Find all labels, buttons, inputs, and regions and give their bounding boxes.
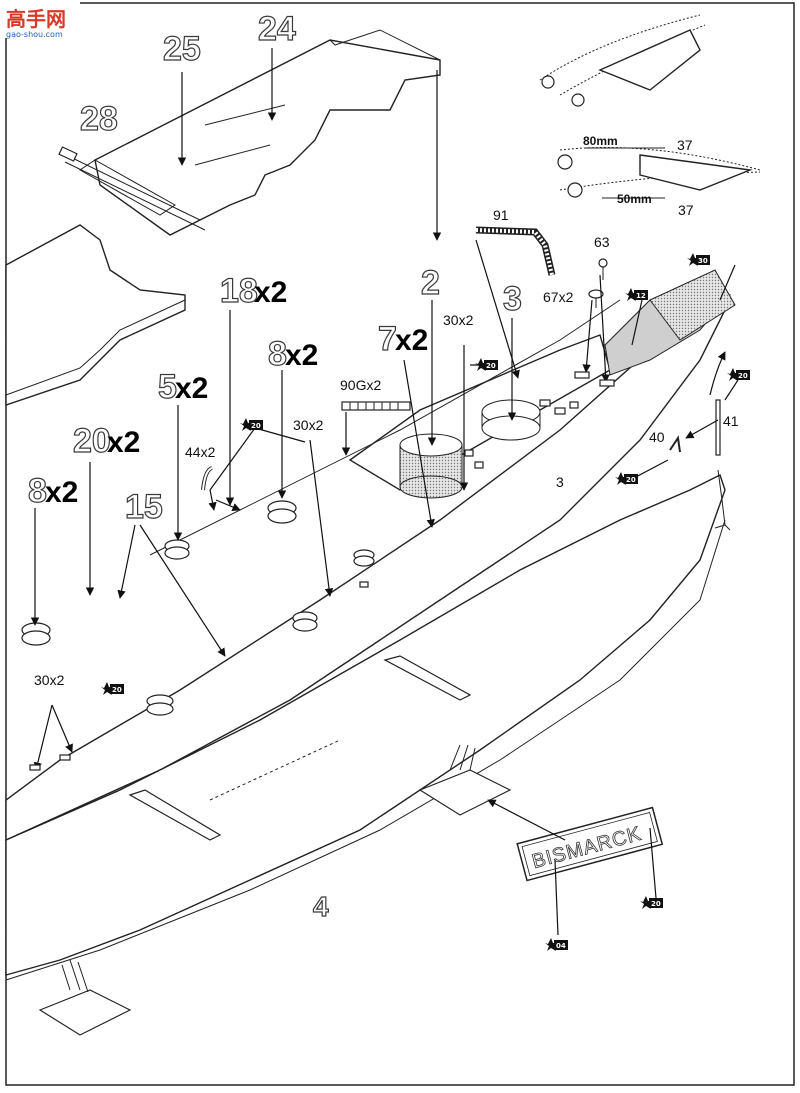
label-3-side: 3 (556, 474, 564, 490)
part-number-labels: 25 24 28 18 x2 8 x2 5 x2 20 x2 8 x2 15 7… (27, 9, 522, 922)
star-badge-20e: 20 (727, 368, 750, 381)
label-part-15: 15 (125, 488, 163, 526)
label-part-7: 7 (378, 320, 397, 358)
svg-text:20: 20 (486, 362, 496, 370)
label-part-20-mult: x2 (107, 426, 140, 459)
svg-text:12: 12 (636, 292, 646, 300)
part-44 (201, 466, 213, 491)
label-part-25: 25 (163, 30, 201, 68)
star-badge-20b: 20 (475, 358, 498, 371)
star-badge-20d: 20 (615, 472, 638, 485)
round-part-deck-c (146, 694, 174, 716)
round-part-deck-b (292, 611, 318, 632)
label-part-8a-mult: x2 (285, 339, 318, 372)
color-badges: 20 20 20 20 20 20 30 (101, 253, 750, 951)
svg-text:04: 04 (556, 942, 566, 950)
svg-text:20: 20 (251, 422, 261, 430)
anchor-parts-40-41 (669, 351, 731, 531)
deck-part-24 (58, 29, 441, 236)
label-part-8b-mult: x2 (45, 476, 78, 509)
svg-text:20: 20 (626, 476, 636, 484)
small-labels: 91 63 67x2 30x2 30x2 30x2 90Gx2 44x2 40 … (34, 134, 739, 688)
round-part-5 (164, 539, 190, 560)
svg-text:20: 20 (112, 686, 122, 694)
page-border (5, 2, 795, 1086)
label-part-8b: 8 (28, 472, 47, 510)
turret-part-3 (481, 399, 541, 441)
deck-fittings (29, 371, 615, 771)
logo-url: gao-shou.com (6, 30, 63, 39)
label-part-4: 4 (313, 891, 329, 922)
label-part-5-mult: x2 (175, 372, 208, 405)
label-part-20: 20 (73, 422, 111, 460)
display-stand-rear (38, 789, 222, 1036)
label-37-b: 37 (678, 202, 694, 218)
label-part-8a: 8 (268, 335, 287, 373)
label-40: 40 (649, 429, 665, 445)
label-41: 41 (723, 413, 739, 429)
label-80mm: 80mm (583, 134, 618, 148)
star-badge-04: 04 (545, 938, 568, 951)
label-part-5: 5 (158, 368, 177, 406)
label-50mm: 50mm (617, 192, 652, 206)
site-logo: 高手网 gao-shou.com (2, 2, 80, 39)
label-37-a: 37 (677, 137, 693, 153)
rail-part-90g (341, 401, 411, 411)
label-67x2: 67x2 (543, 289, 574, 305)
label-part-3: 3 (503, 280, 522, 318)
ship-hull-part-4 (5, 294, 731, 981)
label-44x2: 44x2 (185, 444, 216, 460)
display-stand-front (383, 655, 512, 816)
star-badge-30: 30 (687, 253, 710, 266)
label-part-28: 28 (80, 100, 118, 138)
ladder-part-91 (475, 226, 556, 276)
star-badge-20f: 20 (640, 896, 663, 909)
label-part-2: 2 (421, 264, 440, 302)
label-30x2-c: 30x2 (34, 672, 65, 688)
label-91: 91 (493, 207, 509, 223)
nameplate: BISMARCK (516, 806, 664, 882)
svg-text:20: 20 (738, 372, 748, 380)
label-part-18: 18 (220, 272, 258, 310)
label-30x2-b: 30x2 (293, 417, 324, 433)
star-badge-20a: 20 (240, 418, 263, 431)
mast-part-63 (588, 258, 608, 308)
label-30x2-a: 30x2 (443, 312, 474, 328)
label-part-18-mult: x2 (254, 276, 287, 309)
round-part-deck-a (353, 549, 375, 567)
logo-mark: 高手网 (6, 7, 66, 31)
superstructure (348, 269, 736, 491)
label-63: 63 (594, 234, 610, 250)
anchor-chain-detail (539, 14, 761, 199)
svg-text:20: 20 (651, 900, 661, 908)
round-part-8b (21, 622, 51, 646)
turret-part-2 (399, 433, 463, 499)
label-90gx2: 90Gx2 (340, 377, 381, 393)
deck-part-fragment (5, 224, 186, 406)
round-part-8a (267, 500, 297, 524)
label-part-24: 24 (258, 10, 296, 48)
svg-text:30: 30 (698, 257, 708, 265)
star-badge-12: 12 (625, 288, 648, 301)
star-badge-20c: 20 (101, 682, 124, 695)
label-part-7-mult: x2 (395, 324, 428, 357)
